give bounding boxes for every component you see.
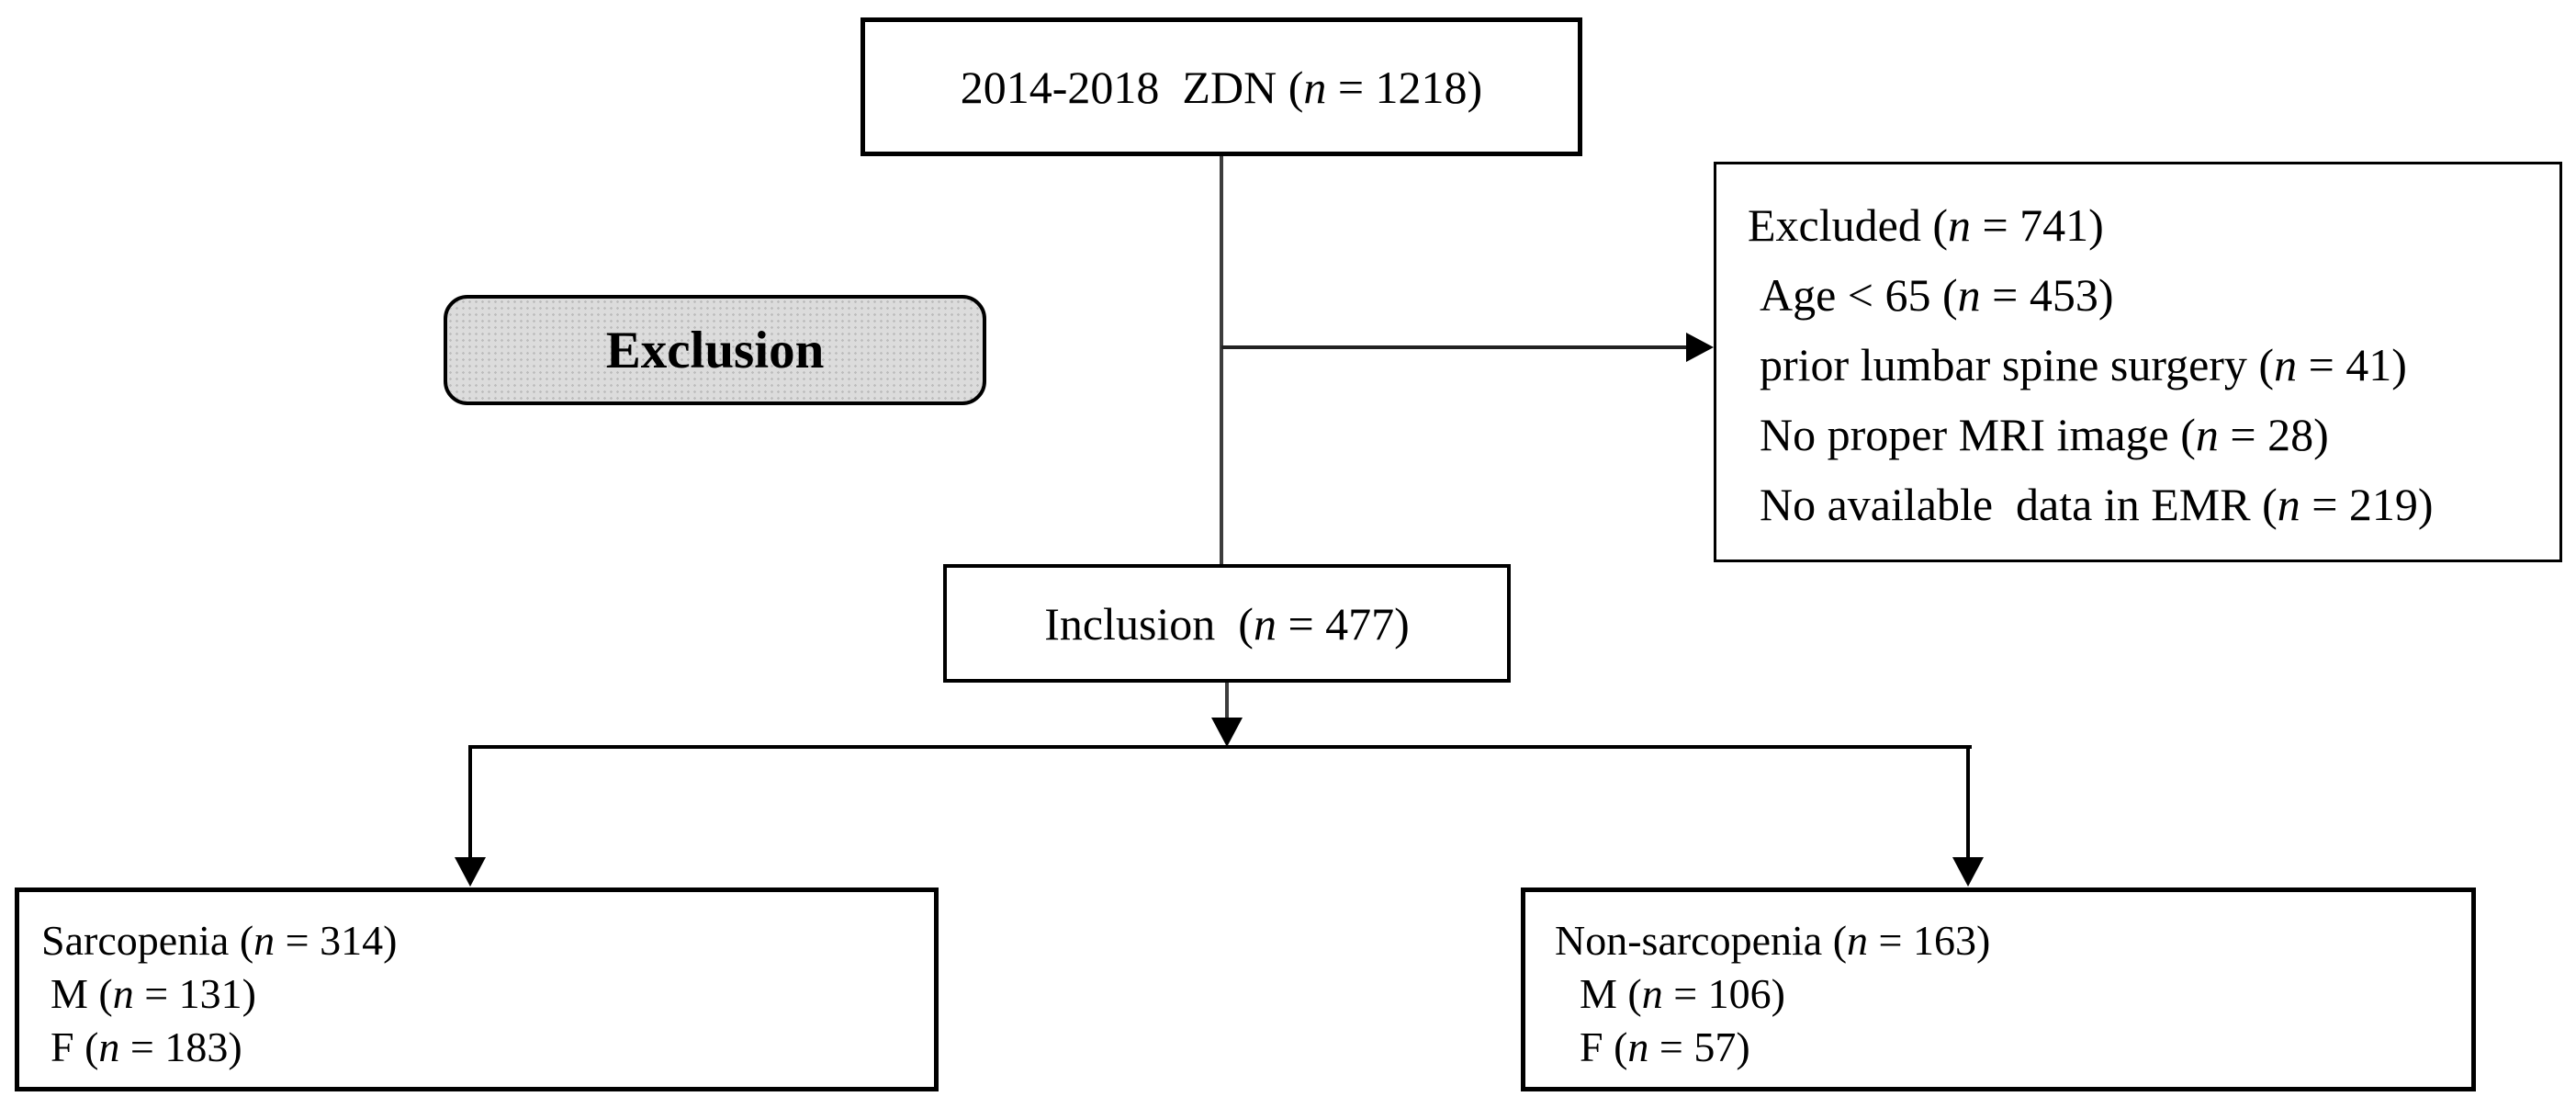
sarcopenia-title-n-symbol: n [253, 917, 276, 964]
sarcopenia-box: Sarcopenia (n = 314) M (n = 131) F (n = … [15, 888, 939, 1091]
non-sarcopenia-box: Non-sarcopenia (n = 163) M (n = 106) F (… [1521, 888, 2476, 1091]
excluded-reason-mri: No proper MRI image (n = 28) [1748, 400, 2559, 469]
excluded-box: Excluded (n = 741) Age < 65 (n = 453) pr… [1714, 162, 2562, 562]
inclusion-label: Inclusion (n = 477) [1044, 597, 1410, 650]
inclusion-box: Inclusion (n = 477) [943, 564, 1511, 683]
non-sarcopenia-female-post: = 57) [1648, 1023, 1750, 1070]
inclusion-label-pre: Inclusion ( [1044, 597, 1254, 650]
sarcopenia-female-pre: F ( [51, 1023, 99, 1070]
cohort-label-pre: 2014-2018 ZDN ( [960, 61, 1304, 113]
exclusion-badge: Exclusion [444, 295, 986, 405]
excluded-reason-age-pre: Age < 65 ( [1760, 269, 1958, 321]
excluded-title: Excluded (n = 741) [1748, 190, 2559, 260]
cohort-n-symbol: n [1303, 61, 1327, 113]
excluded-reason-emr-n-symbol: n [2277, 479, 2300, 530]
arrowhead-branch-icon [1211, 718, 1243, 747]
excluded-reason-surgery-n-symbol: n [2274, 339, 2298, 390]
excluded-reason-surgery: prior lumbar spine surgery (n = 41) [1748, 330, 2559, 400]
excluded-reason-emr-pre: No available data in EMR ( [1760, 479, 2278, 530]
non-sarcopenia-female-count: F (n = 57) [1555, 1021, 2471, 1074]
excluded-reason-mri-n-symbol: n [2195, 409, 2219, 460]
excluded-title-post: = 741) [1970, 199, 2104, 251]
non-sarcopenia-female-pre: F ( [1580, 1023, 1628, 1070]
non-sarcopenia-male-pre: M ( [1580, 970, 1642, 1017]
connector-to-excluded [1221, 345, 1688, 349]
excluded-reason-mri-post: = 28) [2218, 409, 2329, 460]
arrowhead-sarcopenia-icon [455, 857, 486, 887]
exclusion-badge-label: Exclusion [605, 321, 825, 379]
connector-branch-line [468, 745, 1972, 749]
sarcopenia-title-post: = 314) [275, 917, 398, 964]
sarcopenia-female-post: = 183) [119, 1023, 242, 1070]
non-sarcopenia-title-n-symbol: n [1847, 917, 1869, 964]
non-sarcopenia-male-count: M (n = 106) [1555, 967, 2471, 1021]
excluded-reason-surgery-post: = 41) [2297, 339, 2407, 390]
non-sarcopenia-title: Non-sarcopenia (n = 163) [1555, 914, 2471, 967]
excluded-reason-mri-pre: No proper MRI image ( [1760, 409, 2196, 460]
connector-inclusion-to-branch [1225, 683, 1229, 721]
sarcopenia-male-n-symbol: n [112, 970, 134, 1017]
non-sarcopenia-male-n-symbol: n [1641, 970, 1663, 1017]
excluded-reason-age: Age < 65 (n = 453) [1748, 260, 2559, 330]
sarcopenia-female-count: F (n = 183) [41, 1021, 934, 1074]
sarcopenia-female-n-symbol: n [98, 1023, 120, 1070]
connector-branch-to-non-sarcopenia [1966, 747, 1970, 859]
inclusion-n-symbol: n [1253, 597, 1277, 650]
excluded-reason-age-n-symbol: n [1957, 269, 1981, 321]
cohort-box: 2014-2018 ZDN (n = 1218) [861, 17, 1582, 156]
cohort-label: 2014-2018 ZDN (n = 1218) [961, 61, 1482, 114]
cohort-label-post: = 1218) [1326, 61, 1483, 113]
excluded-reason-surgery-pre: prior lumbar spine surgery ( [1760, 339, 2275, 390]
non-sarcopenia-title-pre: Non-sarcopenia ( [1555, 917, 1848, 964]
non-sarcopenia-title-post: = 163) [1868, 917, 1991, 964]
connector-branch-to-sarcopenia [468, 747, 472, 859]
arrowhead-excluded-icon [1686, 333, 1714, 362]
arrowhead-non-sarcopenia-icon [1952, 857, 1984, 887]
inclusion-label-post: = 477) [1276, 597, 1410, 650]
sarcopenia-male-count: M (n = 131) [41, 967, 934, 1021]
sarcopenia-title-pre: Sarcopenia ( [41, 917, 254, 964]
excluded-reason-emr-post: = 219) [2300, 479, 2434, 530]
excluded-title-pre: Excluded ( [1748, 199, 1948, 251]
excluded-reason-age-post: = 453) [1980, 269, 2114, 321]
non-sarcopenia-female-n-symbol: n [1627, 1023, 1649, 1070]
connector-cohort-to-inclusion [1220, 156, 1223, 569]
excluded-reason-emr: No available data in EMR (n = 219) [1748, 469, 2559, 539]
excluded-title-n-symbol: n [1947, 199, 1971, 251]
sarcopenia-title: Sarcopenia (n = 314) [41, 914, 934, 967]
sarcopenia-male-post: = 131) [133, 970, 256, 1017]
sarcopenia-male-pre: M ( [51, 970, 113, 1017]
non-sarcopenia-male-post: = 106) [1662, 970, 1785, 1017]
